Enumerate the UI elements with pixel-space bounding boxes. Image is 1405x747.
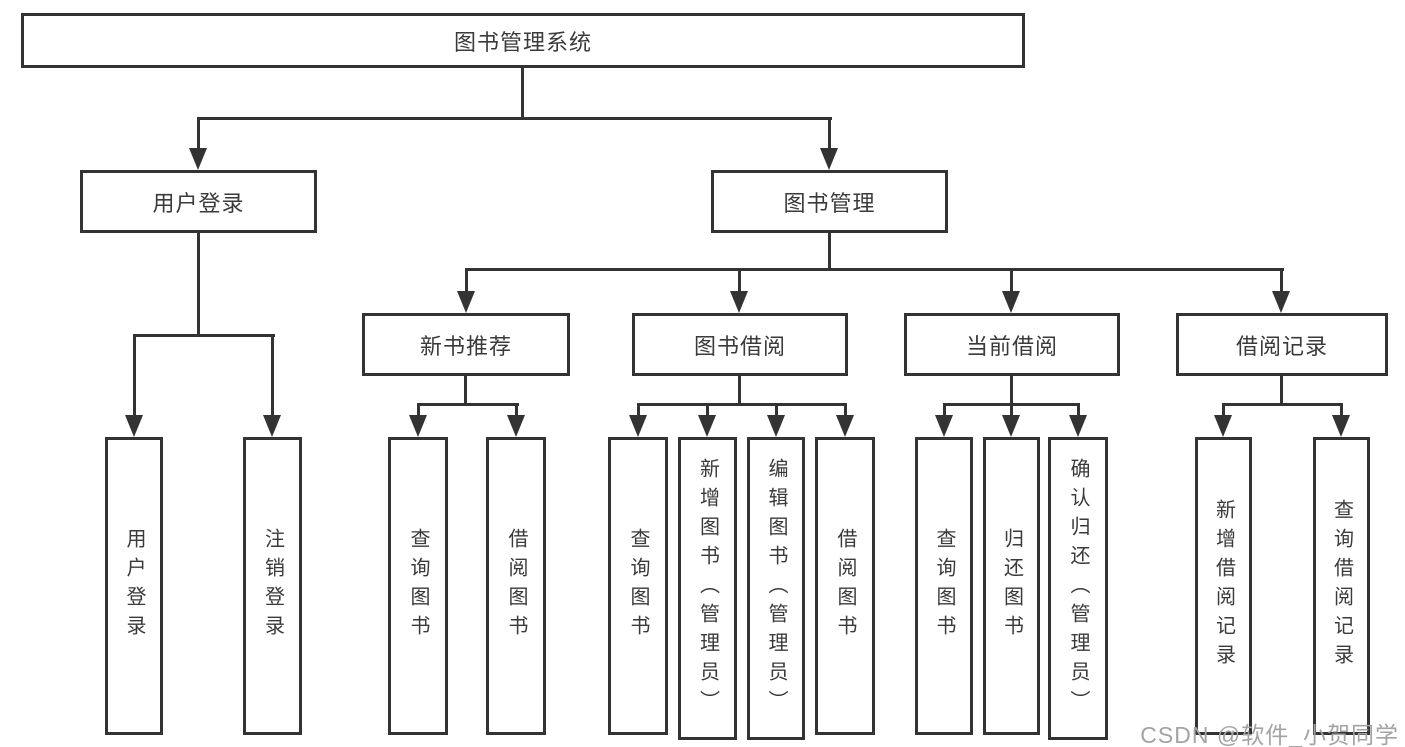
arrow-down-icon: [189, 148, 207, 170]
connector-line: [197, 119, 200, 150]
connector-line: [1222, 403, 1343, 406]
node-cb-confirm-return-admin: 确认归还（管理员）: [1048, 437, 1108, 740]
node-br-add-record-label: 新增借阅记录: [1212, 499, 1235, 673]
node-bb-query-books-label: 查询图书: [627, 528, 649, 644]
connector-line: [706, 406, 709, 416]
node-cb-query-books: 查询图书: [915, 437, 973, 735]
arrow-down-icon: [507, 415, 525, 437]
node-nb-query-books: 查询图书: [388, 437, 448, 735]
connector-line: [133, 337, 136, 417]
connector-line: [943, 403, 1080, 406]
connector-line: [133, 334, 275, 337]
arrow-down-icon: [1002, 291, 1020, 313]
connector-line: [1010, 271, 1013, 293]
connector-line: [1010, 406, 1013, 416]
node-user-login-leaf-label: 用户登录: [123, 528, 145, 644]
watermark: CSDN @软件_小贺同学: [1140, 722, 1399, 747]
connector-line: [738, 271, 741, 293]
connector-line: [1340, 406, 1343, 416]
connector-line: [521, 68, 524, 119]
arrow-down-icon: [1332, 415, 1350, 437]
node-logout-leaf: 注销登录: [243, 437, 302, 735]
arrow-down-icon: [1002, 415, 1020, 437]
node-bb-add-books-admin-label: 新增图书（管理员）: [696, 458, 719, 719]
node-br-query-record: 查询借阅记录: [1313, 437, 1370, 735]
connector-line: [197, 233, 200, 337]
arrow-down-icon: [263, 415, 281, 437]
arrow-down-icon: [457, 291, 475, 313]
arrow-down-icon: [1214, 415, 1232, 437]
node-borrow-record-label: 借阅记录: [1235, 333, 1328, 359]
connector-line: [271, 337, 274, 417]
node-bb-edit-books-admin-label: 编辑图书（管理员）: [765, 458, 787, 719]
node-bb-borrow-books: 借阅图书: [815, 437, 875, 735]
node-book-borrow: 图书借阅: [632, 313, 848, 376]
connector-line: [464, 376, 467, 406]
node-new-book-rec: 新书推荐: [362, 313, 570, 376]
node-book-mgmt-label: 图书管理: [783, 190, 876, 216]
arrow-down-icon: [935, 415, 953, 437]
node-bb-add-books-admin: 新增图书（管理员）: [678, 437, 737, 740]
arrow-down-icon: [1272, 291, 1290, 313]
arrow-down-icon: [409, 415, 427, 437]
connector-line: [465, 268, 1284, 271]
arrow-down-icon: [820, 148, 838, 170]
connector-line: [1222, 406, 1225, 416]
node-user-login: 用户登录: [80, 170, 317, 233]
node-logout-leaf-label: 注销登录: [261, 528, 284, 644]
node-br-add-record: 新增借阅记录: [1195, 437, 1252, 735]
arrow-down-icon: [767, 415, 785, 437]
node-user-login-leaf: 用户登录: [105, 437, 163, 735]
arrow-down-icon: [698, 415, 716, 437]
connector-line: [637, 406, 640, 416]
node-nb-borrow-books: 借阅图书: [486, 437, 546, 735]
connector-line: [515, 406, 518, 416]
node-root-label: 图书管理系统: [453, 29, 592, 55]
connector-line: [775, 406, 778, 416]
node-book-borrow-label: 图书借阅: [693, 333, 786, 359]
connector-line: [197, 117, 832, 120]
arrow-down-icon: [629, 415, 647, 437]
node-bb-edit-books-admin: 编辑图书（管理员）: [747, 437, 805, 740]
arrow-down-icon: [836, 415, 854, 437]
connector-line: [828, 119, 831, 150]
node-cb-return-books: 归还图书: [983, 437, 1040, 735]
connector-line: [417, 403, 519, 406]
connector-line: [738, 376, 741, 406]
node-br-query-record-label: 查询借阅记录: [1330, 499, 1353, 673]
node-current-borrow-label: 当前借阅: [965, 333, 1058, 359]
connector-line: [465, 271, 468, 293]
connector-line: [1280, 376, 1283, 406]
arrow-down-icon: [730, 291, 748, 313]
connector-line: [637, 403, 847, 406]
node-cb-confirm-return-admin-label: 确认归还（管理员）: [1067, 458, 1089, 719]
node-borrow-record: 借阅记录: [1176, 313, 1388, 376]
node-current-borrow: 当前借阅: [904, 313, 1120, 376]
node-book-mgmt: 图书管理: [711, 170, 948, 233]
connector-line: [943, 406, 946, 416]
node-nb-borrow-books-label: 借阅图书: [505, 528, 527, 644]
node-root: 图书管理系统: [21, 13, 1025, 68]
node-new-book-rec-label: 新书推荐: [419, 333, 512, 359]
connector-line: [1010, 376, 1013, 406]
connector-line: [1280, 271, 1283, 293]
node-user-login-label: 用户登录: [152, 190, 245, 216]
arrow-down-icon: [125, 415, 143, 437]
node-bb-query-books: 查询图书: [608, 437, 668, 735]
connector-line: [1077, 406, 1080, 416]
node-nb-query-books-label: 查询图书: [407, 528, 429, 644]
arrow-down-icon: [1069, 415, 1087, 437]
connector-line: [844, 406, 847, 416]
node-bb-borrow-books-label: 借阅图书: [834, 528, 856, 644]
connector-line: [828, 233, 831, 271]
connector-line: [417, 406, 420, 416]
node-cb-query-books-label: 查询图书: [933, 528, 955, 644]
node-cb-return-books-label: 归还图书: [1000, 528, 1023, 644]
